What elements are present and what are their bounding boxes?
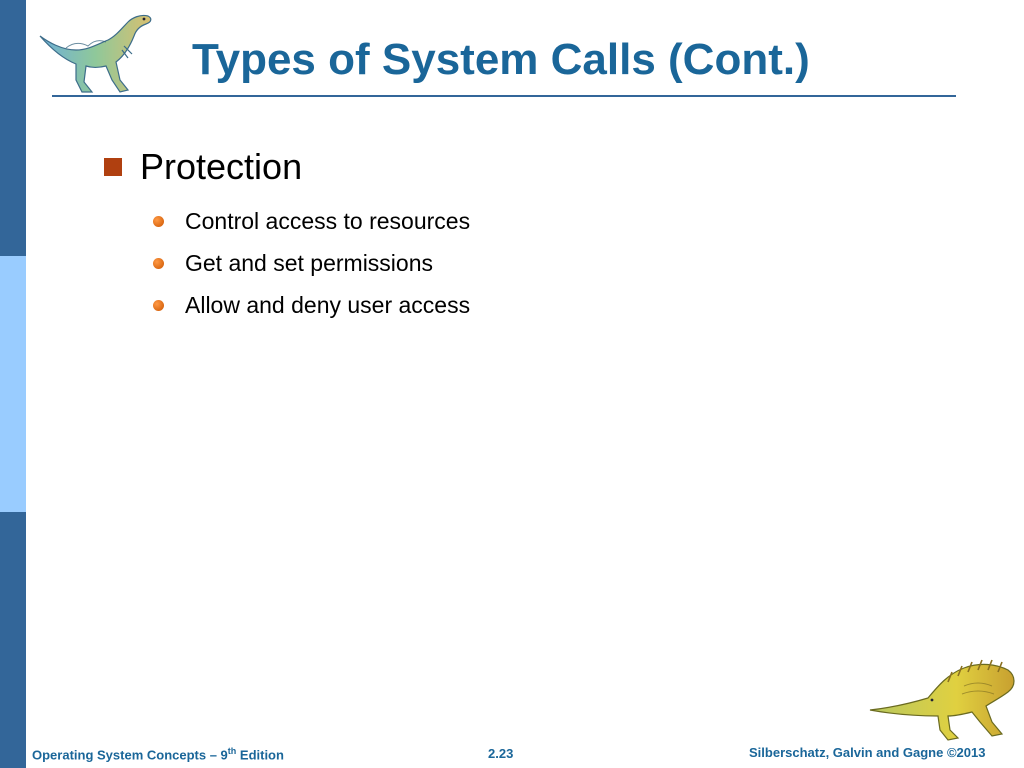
round-bullet-icon <box>153 299 164 311</box>
sidebar-bottom-stripe <box>0 512 26 768</box>
square-bullet-icon <box>104 158 122 176</box>
sub-bullet-text: Control access to resources <box>185 207 471 234</box>
dinosaur-icon <box>39 14 152 93</box>
title-divider <box>52 95 956 97</box>
round-bullet-icon <box>153 215 164 227</box>
page-title: Types of System Calls (Cont.) <box>192 35 810 84</box>
dinosaur-icon <box>869 659 1015 741</box>
footer-copyright: Silberschatz, Galvin and Gagne ©2013 <box>749 745 986 760</box>
sub-bullet-list: Control access to resources Get and set … <box>152 200 470 326</box>
sidebar-middle-stripe <box>0 256 26 512</box>
sub-bullet-text: Allow and deny user access <box>185 291 471 318</box>
sub-bullet-text: Get and set permissions <box>185 249 434 276</box>
sidebar-top-stripe <box>0 0 26 256</box>
footer-page-number: 2.23 <box>488 746 514 761</box>
round-bullet-icon <box>153 257 164 269</box>
list-item: Get and set permissions <box>152 242 470 284</box>
footer-book-title: Operating System Concepts – 9th Edition <box>32 746 284 763</box>
list-item: Allow and deny user access <box>152 284 470 326</box>
list-item: Control access to resources <box>152 200 470 242</box>
main-bullet: Protection <box>104 146 302 188</box>
main-bullet-text: Protection <box>140 146 303 187</box>
